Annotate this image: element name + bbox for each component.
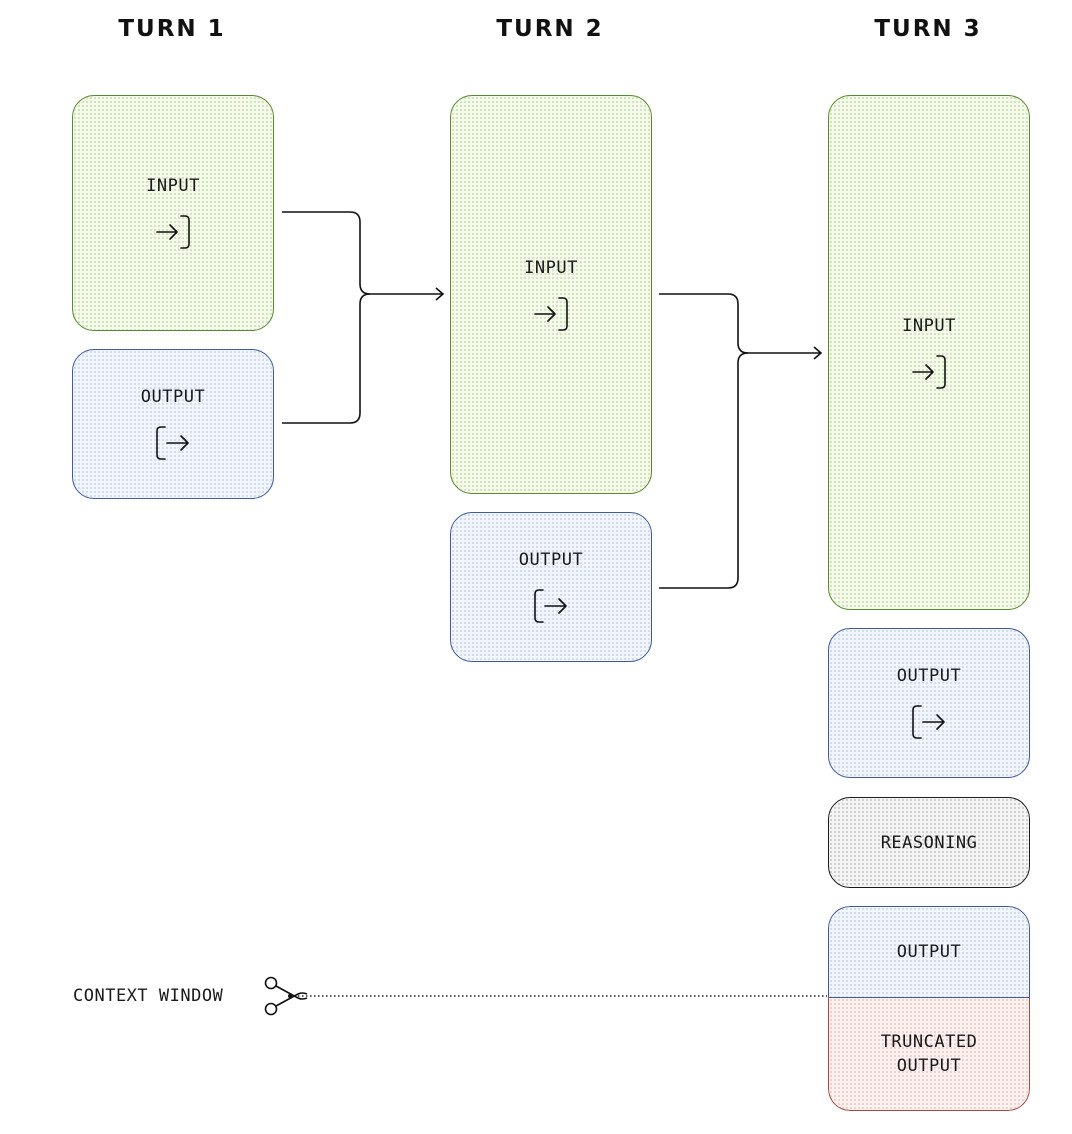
connector-turn1-arrow	[370, 287, 445, 301]
login-arrow-icon	[911, 352, 947, 392]
connector-turn1-output	[282, 293, 371, 424]
turn-3-output-box: OUTPUT	[828, 628, 1030, 778]
turn-3-output-label: OUTPUT	[896, 666, 962, 686]
login-arrow-icon	[155, 212, 191, 252]
connector-turn2-output	[659, 352, 749, 589]
turn-3-input-box: INPUT	[828, 95, 1030, 610]
turn-3-final-output-label: OUTPUT	[896, 942, 962, 962]
turn-1-output-box: OUTPUT	[72, 349, 274, 499]
connector-turn1-input	[282, 211, 371, 295]
turn-1-input-box: INPUT	[72, 95, 274, 331]
turn-1-input-label: INPUT	[146, 176, 200, 196]
logout-arrow-icon	[155, 423, 191, 463]
turn-2-input-box: INPUT	[450, 95, 652, 494]
turn-1-title: TURN 1	[118, 16, 226, 42]
turn-1-output-label: OUTPUT	[140, 387, 206, 407]
turn-2-title: TURN 2	[496, 16, 604, 42]
context-window-label: CONTEXT WINDOW	[73, 986, 224, 1006]
turn-2-output-box: OUTPUT	[450, 512, 652, 662]
truncated-output-section: TRUNCATED OUTPUT	[828, 997, 1030, 1111]
logout-arrow-icon	[533, 586, 569, 626]
turn-3-input-label: INPUT	[902, 315, 956, 336]
turn-2-output-label: OUTPUT	[518, 550, 584, 570]
logout-arrow-icon	[911, 702, 947, 742]
turn-2-input-label: INPUT	[524, 257, 578, 278]
turn-3-reasoning-box: REASONING	[828, 797, 1030, 888]
connector-turn2-input	[659, 293, 749, 354]
turn-3-reasoning-label: REASONING	[880, 832, 978, 853]
scissors-icon	[264, 976, 308, 1016]
login-arrow-icon	[533, 294, 569, 334]
truncated-output-label: TRUNCATED OUTPUT	[880, 1032, 978, 1076]
turn-3-final-output-box: OUTPUT TRUNCATED OUTPUT	[828, 906, 1030, 1111]
turn-3-title: TURN 3	[874, 16, 982, 42]
connector-turn2-arrow	[748, 346, 823, 360]
turn-3-final-output-section: OUTPUT	[828, 906, 1030, 997]
